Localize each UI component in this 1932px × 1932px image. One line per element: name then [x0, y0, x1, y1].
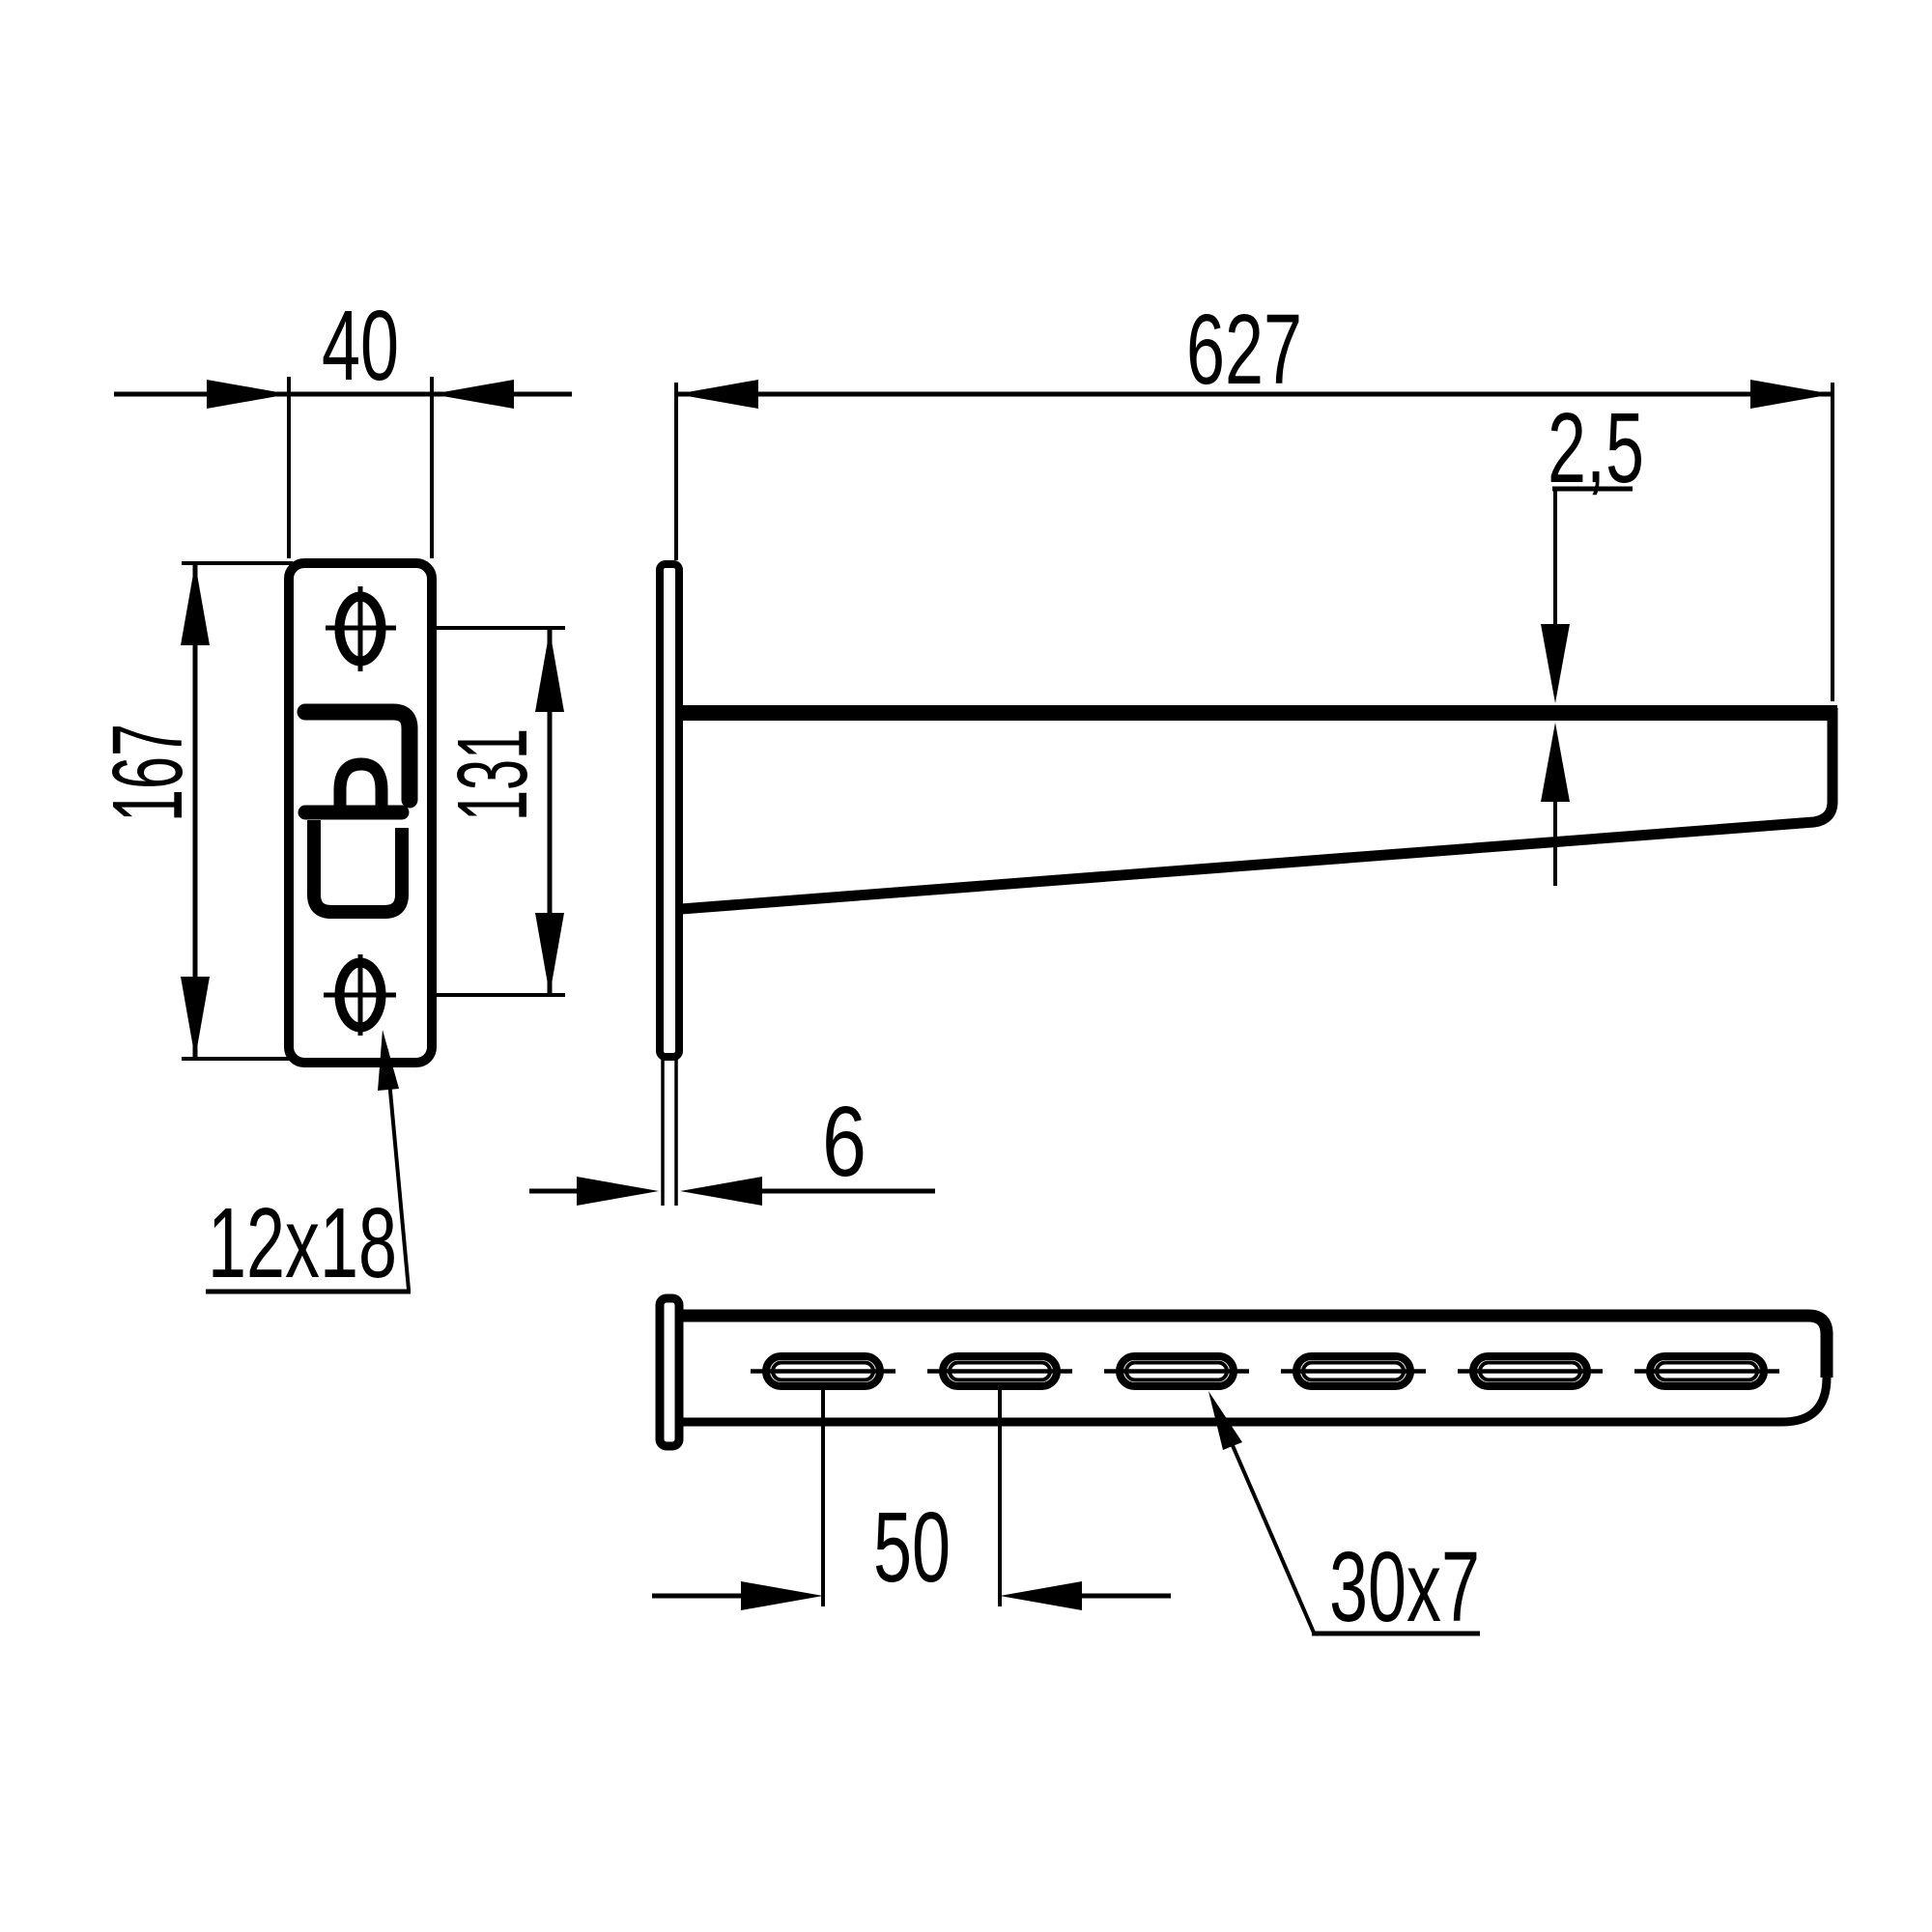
dim-label-slot-pitch: 50: [873, 1492, 951, 1603]
dim-plate-height: 167: [92, 561, 293, 1061]
arrowhead: [676, 380, 758, 409]
dim-plate-width: 40: [114, 290, 572, 558]
arm-slot-3: [1104, 1352, 1249, 1390]
leader-arrowhead: [1208, 1391, 1242, 1450]
slot-outline: [939, 1352, 1061, 1390]
arrowhead: [680, 1177, 762, 1206]
slot-outline: [1116, 1352, 1237, 1390]
slot-inner-edge: [948, 1360, 1052, 1382]
arm-tip-and-bottom-edge: [680, 708, 1838, 915]
arm-slot-2: [927, 1352, 1072, 1390]
slot-outline: [1293, 1352, 1414, 1390]
arrowhead: [535, 630, 564, 712]
dim-slot-pitch: 50: [652, 1388, 1171, 1610]
slot-inner-edge: [771, 1360, 875, 1382]
label-plate-slot-size-text: 12x18: [208, 1187, 397, 1298]
arm-top-flange: [680, 705, 1837, 721]
arrowhead: [535, 913, 564, 995]
arm-slot-1: [751, 1352, 895, 1390]
arm-slot-6: [1634, 1352, 1779, 1390]
dim-label-hole-spacing: 131: [437, 728, 548, 821]
arrowhead: [577, 1177, 659, 1206]
arrowhead: [1541, 624, 1570, 703]
top-view-bracket: [655, 1293, 1833, 1451]
wall-plate-side: [656, 560, 683, 1061]
slot-inner-edge: [1478, 1360, 1582, 1382]
dim-hole-spacing: 131: [433, 626, 565, 997]
slot-inner-edge: [1301, 1360, 1406, 1382]
dim-plate-thickness: 6: [529, 1059, 935, 1206]
arrowhead: [181, 563, 210, 645]
plate-outline: [284, 558, 437, 1067]
slot-outline: [1469, 1352, 1591, 1390]
arm-bottom-edge: [680, 1377, 1832, 1427]
arm-profile-cross-section: [297, 703, 418, 919]
arrowhead: [741, 1581, 823, 1610]
front-view-mounting-plate: [284, 558, 437, 1067]
dim-label-plate-height: 167: [92, 724, 203, 822]
label-arm-slot-size-text: 30x7: [1329, 1531, 1480, 1642]
label-plate-slot-size: 12x18: [206, 1030, 411, 1298]
arrowhead: [207, 380, 289, 409]
plate-top-slot-hole: [326, 586, 396, 671]
dim-label-plate-width: 40: [322, 290, 399, 401]
profile-lip-arch: [333, 757, 388, 811]
label-arm-slot-size: 30x7: [1208, 1391, 1480, 1642]
dim-flange-thickness: 2,5: [1541, 392, 1644, 886]
dim-label-arm-length: 627: [1186, 294, 1302, 405]
dim-arm-length: 627: [674, 294, 1834, 701]
side-view-bracket: [656, 560, 1838, 1061]
profile-box: [307, 820, 409, 919]
profile-top-flange: [297, 703, 418, 809]
plate-bottom-slot-hole: [324, 954, 396, 1036]
arrowhead: [1000, 1581, 1082, 1610]
slot-inner-edge: [1124, 1360, 1229, 1382]
wall-plate-edge: [655, 1293, 684, 1451]
arrowhead: [181, 977, 210, 1059]
arrowhead: [1750, 380, 1833, 409]
slot-outline: [762, 1352, 884, 1390]
slot-inner-edge: [1655, 1360, 1759, 1382]
arrowhead: [432, 380, 514, 409]
leader-arrowhead: [378, 1030, 399, 1091]
arm-slot-5: [1458, 1352, 1603, 1390]
dim-label-flange-thickness: 2,5: [1548, 392, 1644, 503]
arrowhead: [1541, 723, 1570, 802]
slot-outline: [1646, 1352, 1768, 1390]
arm-slot-4: [1281, 1352, 1426, 1390]
dim-label-plate-thickness: 6: [822, 1086, 867, 1197]
arm-top-and-right-edge: [680, 1309, 1833, 1378]
